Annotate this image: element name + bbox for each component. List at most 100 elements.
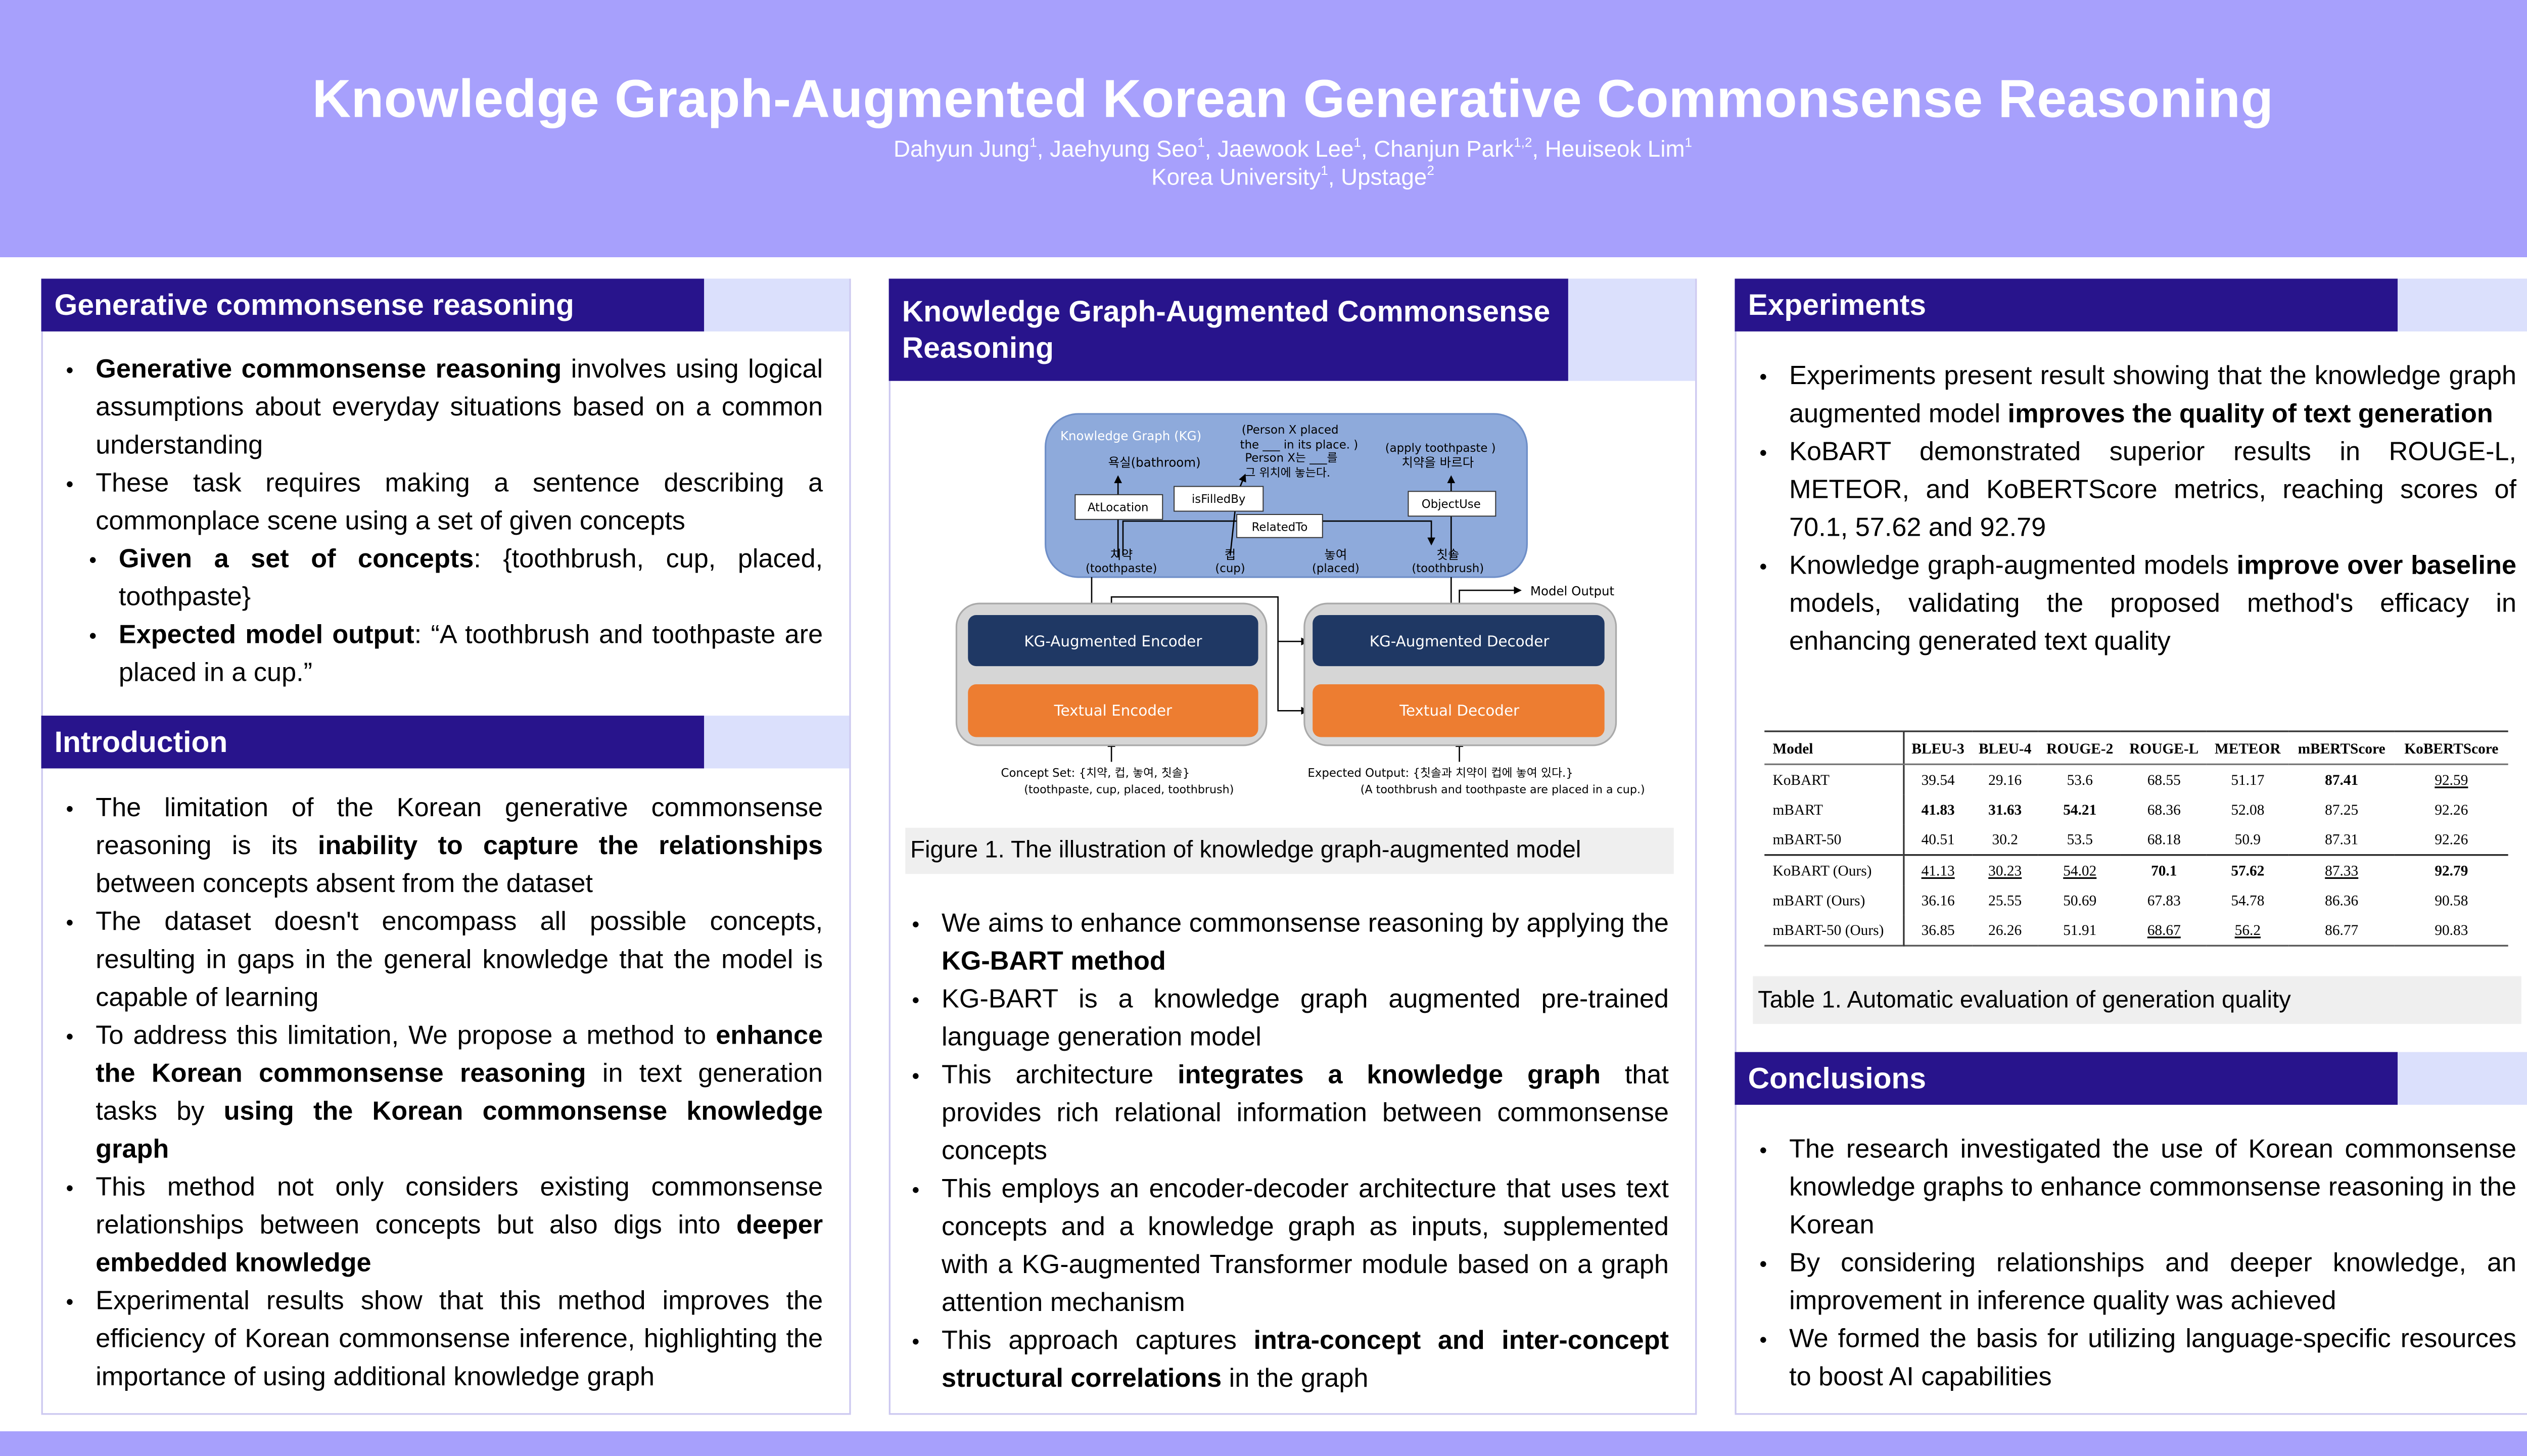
experiments-bullets: Experiments present result showing that …: [1759, 358, 2516, 661]
model-name-cell: mBART-50: [1764, 824, 1905, 855]
column-header: Model: [1764, 731, 1905, 765]
score-cell: 53.6: [2067, 771, 2093, 788]
author-name: Dahyun Jung: [893, 135, 1030, 162]
bold-text: improves the quality of text generation: [2007, 400, 2493, 429]
score-cell: 67.83: [2147, 892, 2181, 909]
knowledge-graph-box: [1044, 413, 1528, 578]
column-header: METEOR: [2207, 731, 2289, 765]
bold-text: inability to capture the relationships: [318, 832, 823, 861]
score-cell: 86.77: [2325, 921, 2359, 938]
text-segment: : “A toothbrush and toothpaste are place…: [118, 622, 823, 688]
score-cell: 56.2: [2234, 921, 2261, 938]
text-segment: : {toothbrush, cup, placed, toothpaste}: [118, 545, 823, 612]
bullet-item: Experimental results show that this meth…: [66, 1283, 823, 1396]
section-header-conclusions: Conclusions: [1735, 1052, 2398, 1105]
text-segment: in the graph: [1222, 1365, 1369, 1394]
score-cell: 40.51: [1921, 831, 1955, 848]
text-segment: This architecture: [942, 1062, 1178, 1090]
bold-text: enhance the Korean commonsense reasoning: [96, 1022, 823, 1089]
affiliation-list: Korea University1, Upstage2: [1151, 163, 1434, 190]
node-person-x: 그 위치에 놓는다.: [1245, 466, 1330, 480]
bold-text: intra-concept and inter-concept structur…: [942, 1327, 1669, 1394]
table-caption: Table 1. Automatic evaluation of generat…: [1753, 976, 2521, 1024]
concept-toothpaste: 치약: [1110, 547, 1133, 562]
score-cell: 30.2: [1992, 831, 2018, 848]
textual-encoder-label: Textual Encoder: [1054, 702, 1173, 719]
kg-bullets: We aims to enhance commonsense reasoning…: [912, 905, 1669, 1398]
score-cell: 54.78: [2231, 892, 2265, 909]
model-name-cell: KoBART (Ours): [1764, 854, 1905, 886]
score-cell: 92.59: [2435, 771, 2468, 788]
kg-decoder-label: KG-Augmented Decoder: [1370, 633, 1550, 650]
score-cell: 92.26: [2435, 831, 2468, 848]
text-segment: By considering relationships and deeper …: [1789, 1250, 2517, 1316]
score-cell: 54.21: [2063, 801, 2097, 818]
score-cell: 51.91: [2063, 921, 2097, 938]
expected-output-english: (A toothbrush and toothpaste are placed …: [1361, 783, 1645, 796]
model-name-cell: mBART: [1764, 794, 1905, 825]
bold-text: Given a set of concepts: [118, 545, 474, 574]
node-person-x: (Person X placed: [1242, 424, 1339, 437]
score-cell: 90.83: [2435, 921, 2468, 938]
kg-encoder-block: [968, 615, 1258, 667]
score-cell: 41.13: [1903, 854, 1972, 886]
score-cell: 36.85: [1921, 921, 1955, 938]
bullet-item: This method not only considers existing …: [66, 1169, 823, 1283]
concept-set-label: Concept Set: {치약, 컵, 놓여, 칫솔}: [1001, 767, 1190, 780]
textual-decoder-label: Textual Decoder: [1399, 702, 1520, 719]
score-cell: 50.9: [2234, 831, 2261, 848]
score-cell: 57.62: [2207, 854, 2289, 886]
author-affiliation-mark: 1: [1684, 135, 1693, 150]
bold-text: using the Korean commonsense knowledge g…: [96, 1098, 823, 1164]
score-cell: 87.33: [2288, 854, 2395, 886]
text-segment: models, validating the proposed method's…: [1789, 590, 2517, 656]
affiliation-name: Upstage: [1341, 163, 1427, 190]
section-header-accent: [2398, 1052, 2527, 1105]
node-bathroom: 욕실(bathroom): [1108, 455, 1201, 469]
author-name: Jaehyung Seo: [1050, 135, 1198, 162]
bullet-item: This approach captures intra-concept and…: [912, 1323, 1669, 1398]
score-cell: 87.31: [2325, 831, 2359, 848]
section-header-kg: Knowledge Graph-Augmented Commonsense Re…: [888, 278, 1568, 381]
score-cell: 68.67: [2147, 921, 2181, 938]
text-segment: Experiments present result showing that …: [1789, 362, 2517, 429]
model-output-label: Model Output: [1530, 584, 1615, 598]
section-header-accent: [2398, 278, 2527, 332]
text-segment: Experimental results show that this meth…: [96, 1288, 823, 1392]
bold-text: KG-BART method: [942, 948, 1166, 976]
relation-label: RelatedTo: [1252, 521, 1308, 534]
bullet-item: Generative commonsense reasoning involve…: [66, 351, 823, 465]
score-cell: 50.69: [2063, 892, 2097, 909]
bullet-item: Experiments present result showing that …: [1759, 358, 2516, 434]
bold-text: integrates a knowledge graph: [1178, 1062, 1601, 1090]
score-cell: 25.55: [1988, 892, 2022, 909]
author-affiliation-mark: 1,2: [1514, 135, 1532, 150]
bullet-item: This employs an encoder-decoder architec…: [912, 1171, 1669, 1323]
column-header: BLEU-3: [1903, 731, 1972, 765]
score-cell: 68.36: [2147, 801, 2181, 818]
score-cell: 92.79: [2395, 854, 2508, 886]
author-affiliation-mark: 1: [1353, 135, 1361, 150]
bullet-item: The dataset doesn't encompass all possib…: [66, 904, 823, 1017]
column-header: ROUGE-2: [2038, 731, 2122, 765]
relation-relatedto: [1236, 514, 1323, 538]
bold-text: improve over baseline: [2236, 552, 2517, 581]
bold-text: Expected model output: [118, 622, 414, 650]
affiliation-mark: 2: [1427, 163, 1434, 178]
section-header-experiments: Experiments: [1735, 278, 2398, 332]
score-cell: 70.1: [2121, 854, 2207, 886]
relation-label: isFilledBy: [1192, 493, 1245, 506]
poster-title: Knowledge Graph-Augmented Korean Generat…: [312, 69, 2274, 129]
score-cell: 68.55: [2147, 771, 2181, 788]
bullet-item: The limitation of the Korean generative …: [66, 790, 823, 904]
text-segment: KG-BART is a knowledge graph augmented p…: [942, 986, 1669, 1052]
kg-decoder-block: [1313, 615, 1605, 667]
text-segment: involves using logical assumptions about…: [96, 356, 823, 460]
bold-text: deeper embedded knowledge: [96, 1212, 823, 1278]
score-cell: 31.63: [1988, 801, 2022, 818]
model-name-cell: mBART (Ours): [1764, 885, 1905, 915]
score-cell: 68.18: [2147, 831, 2181, 848]
